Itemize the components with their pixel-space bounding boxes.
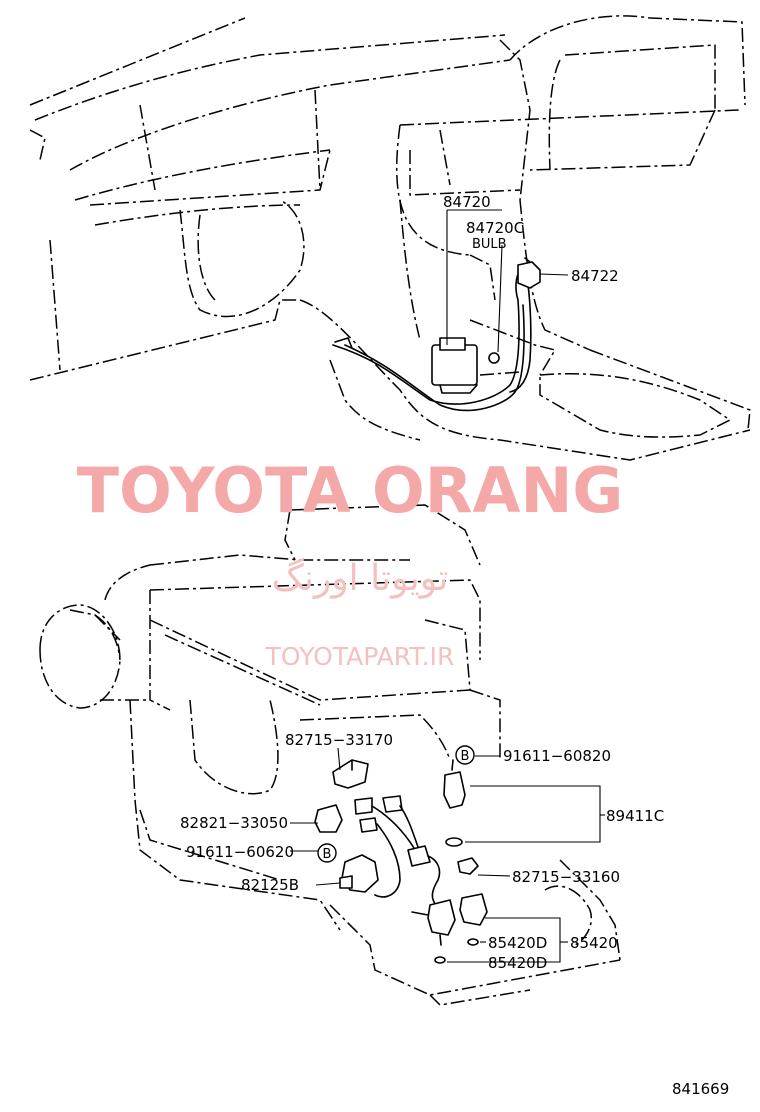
- callout-b-upper-text: B: [461, 749, 470, 764]
- label-bulb: BULB: [472, 237, 507, 252]
- callout-b-lower-text: B: [323, 847, 332, 862]
- label-82125b: 82125B: [241, 876, 299, 894]
- cam-position-sensor-89411c: [443, 771, 466, 809]
- label-85420d-2: 85420D: [488, 954, 547, 972]
- label-84720: 84720: [443, 193, 491, 211]
- part-labels: 84720 84720C BULB 84722 82715−33170 B 91…: [180, 193, 729, 1098]
- label-91611-60820: 91611−60820: [503, 747, 611, 765]
- callout-b-upper: [455, 745, 475, 765]
- label-82821-33050: 82821−33050: [180, 814, 288, 832]
- label-91611-60620: 91611−60620: [186, 843, 294, 861]
- label-89411c: 89411C: [606, 807, 664, 825]
- bracket-82715-33160: [457, 857, 479, 875]
- upper-leaders: [446, 209, 569, 353]
- cabin-outline: [29, 15, 751, 461]
- drawing-number: 841669: [672, 1080, 729, 1098]
- vsv-85420-a: [427, 899, 456, 936]
- label-82715-33170: 82715−33170: [285, 731, 393, 749]
- connector-82821-33050: [314, 804, 343, 833]
- watermark-brand-fa: تویوتا اورنگ: [272, 557, 449, 599]
- label-84722: 84722: [571, 267, 619, 285]
- watermark-site: TOYOTAPART.IR: [265, 642, 455, 671]
- parking-brake-switch-assembly: [332, 257, 541, 412]
- engine-sensors: [314, 759, 488, 964]
- label-85420: 85420: [570, 934, 618, 952]
- bracket-82715-33170: [332, 759, 369, 789]
- watermark: TOYOTA ORANG تویوتا اورنگ TOYOTAPART.IR: [77, 454, 623, 671]
- engine-outline: [39, 504, 621, 1006]
- socket-84722: [517, 261, 541, 289]
- switch-84720-body: [431, 344, 478, 386]
- label-82715-33160: 82715−33160: [512, 868, 620, 886]
- lower-leaders: [290, 747, 605, 963]
- label-85420d-1: 85420D: [488, 934, 547, 952]
- label-84720c: 84720C: [466, 219, 524, 237]
- callout-b-lower: [317, 843, 337, 863]
- bulb-84720c: [488, 352, 500, 364]
- vsv-85420-b: [459, 893, 488, 926]
- watermark-brand: TOYOTA ORANG: [77, 454, 623, 527]
